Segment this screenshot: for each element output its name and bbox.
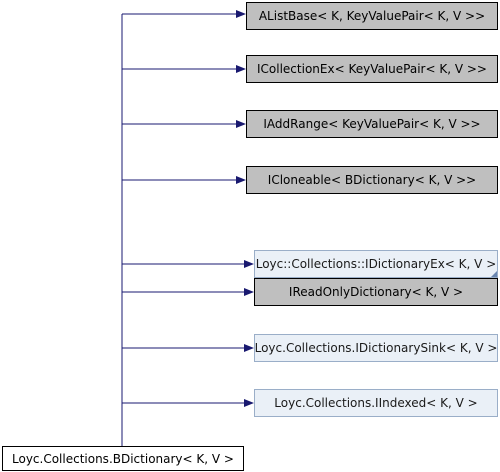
base-class-idictionarysink[interactable]: Loyc.Collections.IDictionarySink< K, V > (254, 334, 498, 362)
arrowhead (236, 176, 246, 184)
arrowhead (236, 120, 246, 128)
base-class-alistbase[interactable]: AListBase< K, KeyValuePair< K, V >> (246, 2, 498, 30)
arrowhead (244, 344, 254, 352)
base-class-icloneable[interactable]: ICloneable< BDictionary< K, V >> (246, 166, 498, 194)
arrowhead (236, 65, 246, 73)
arrowhead (244, 288, 254, 296)
base-class-iaddrange[interactable]: IAddRange< KeyValuePair< K, V >> (246, 110, 498, 138)
arrowhead (244, 260, 254, 268)
fold-corner-icon (491, 271, 497, 277)
arrowhead (244, 399, 254, 407)
derived-class-bdictionary[interactable]: Loyc.Collections.BDictionary< K, V > (2, 446, 244, 471)
arrowhead (236, 10, 246, 18)
base-class-ireadonlydictionary[interactable]: IReadOnlyDictionary< K, V > (254, 278, 498, 306)
base-class-icollectionex[interactable]: ICollectionEx< KeyValuePair< K, V >> (246, 55, 498, 83)
base-class-idictionaryex[interactable]: Loyc::Collections::IDictionaryEx< K, V > (254, 250, 498, 278)
base-class-iindexed[interactable]: Loyc.Collections.IIndexed< K, V > (254, 389, 498, 417)
